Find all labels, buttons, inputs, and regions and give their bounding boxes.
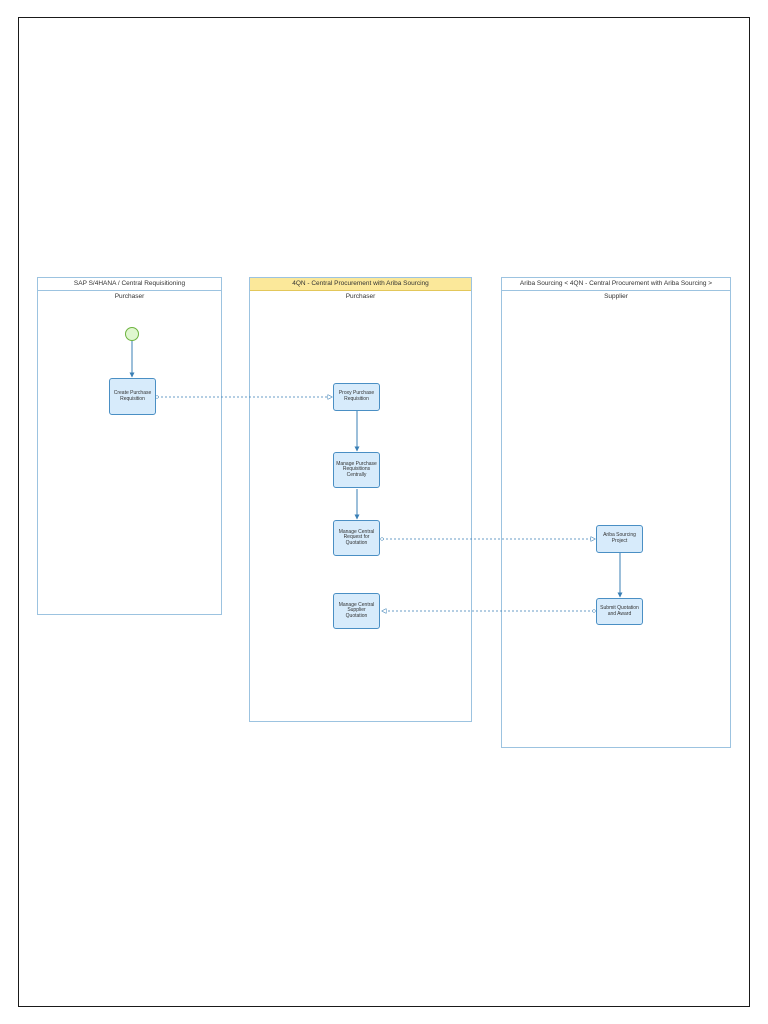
lane-ariba-sourcing: Ariba Sourcing < 4QN - Central Procureme…	[501, 277, 731, 748]
task-manage-purchase-requisitions-centrally[interactable]: Manage Purchase Requisitions Centrally	[333, 452, 380, 488]
task-create-purchase-requisition[interactable]: Create Purchase Requisition	[109, 378, 156, 415]
task-submit-quotation-and-award[interactable]: Submit Quotation and Award	[596, 598, 643, 625]
task-manage-central-rfq[interactable]: Manage Central Request for Quotation	[333, 520, 380, 556]
start-event	[125, 327, 139, 341]
page-frame	[18, 17, 750, 1007]
task-label: Submit Quotation and Award	[600, 604, 639, 617]
lane-header: 4QN - Central Procurement with Ariba Sou…	[250, 278, 471, 291]
lane-header: SAP S/4HANA / Central Requisitioning	[38, 278, 221, 291]
lane-role-supplier: Supplier	[604, 293, 628, 300]
task-label: Ariba Sourcing Project	[603, 532, 636, 544]
lane-central-procurement-ariba: 4QN - Central Procurement with Ariba Sou…	[249, 277, 472, 722]
task-ariba-sourcing-project[interactable]: Ariba Sourcing Project	[596, 525, 643, 553]
task-manage-central-supplier-quotation[interactable]: Manage Central Supplier Quotation	[333, 593, 380, 629]
task-label: Manage Purchase Requisitions Centrally	[336, 460, 377, 478]
task-label: Manage Central Request for Quotation	[338, 528, 375, 546]
lane-header: Ariba Sourcing < 4QN - Central Procureme…	[502, 278, 730, 291]
lane-role-purchaser: Purchaser	[345, 293, 376, 300]
task-proxy-purchase-requisition[interactable]: Proxy Purchase Requisition	[333, 383, 380, 411]
task-label: Proxy Purchase Requisition	[338, 390, 375, 402]
task-label: Create Purchase Requisition	[113, 389, 152, 402]
task-label: Manage Central Supplier Quotation	[338, 601, 375, 619]
lane-role-purchaser: Purchaser	[114, 293, 145, 300]
